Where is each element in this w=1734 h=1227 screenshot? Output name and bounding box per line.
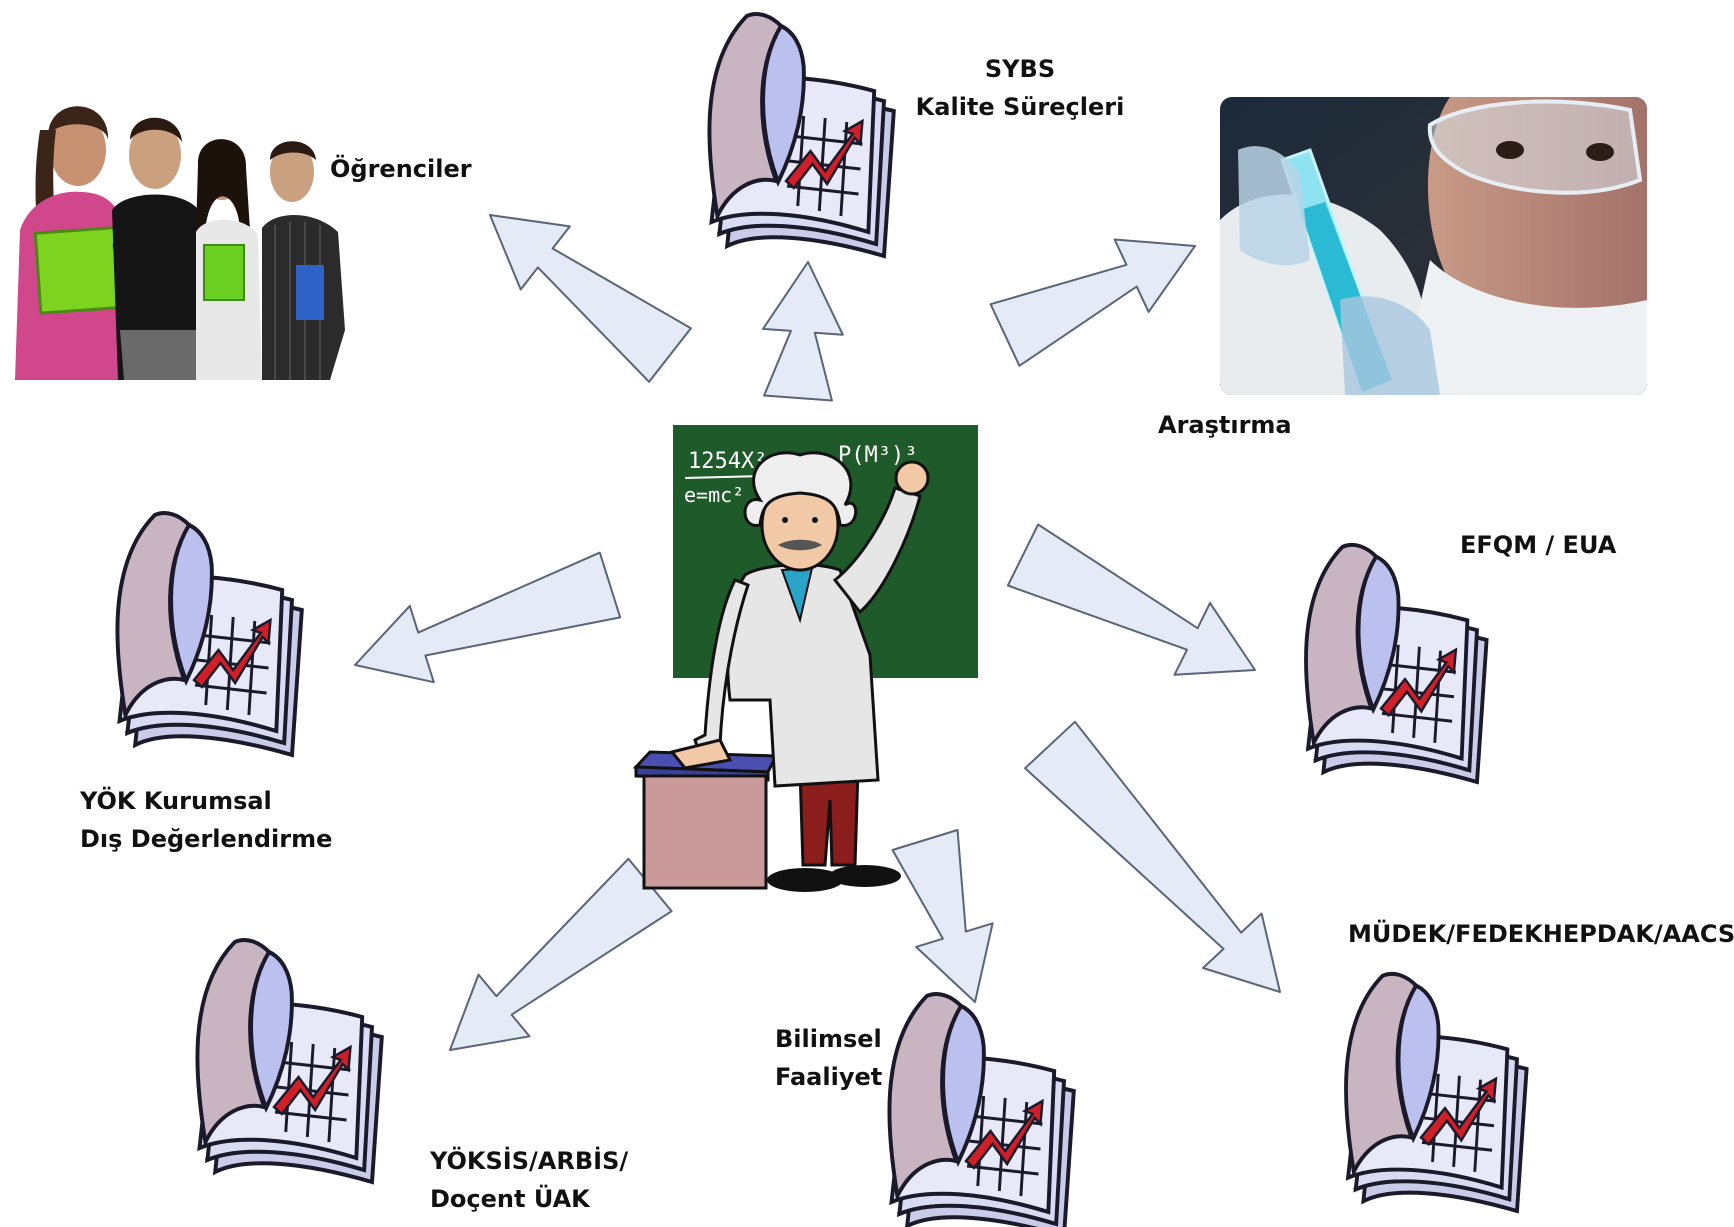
label-bilimsel-line1: Bilimsel: [775, 1025, 882, 1053]
arrow-to-yoksis: [449, 857, 673, 1051]
doc-icon-yok: [115, 511, 304, 757]
label-arastirma-line1: Araştırma: [1158, 411, 1292, 439]
label-sybs-line2: Kalite Süreçleri: [915, 93, 1125, 121]
arrow-to-ogrenciler: [489, 214, 692, 383]
label-mudek-line1: MÜDEK/FEDEKHEPDAK/AACSB: [1348, 920, 1734, 948]
label-bilimsel: Bilimsel Faaliyet: [775, 1020, 882, 1096]
arrow-to-sybs: [762, 261, 844, 402]
researcher-photo: [1220, 97, 1647, 395]
label-sybs: SYBS Kalite Süreçleri: [905, 50, 1135, 126]
label-yok: YÖK Kurumsal Dış Değerlendirme: [80, 782, 332, 858]
arrow-layer: [354, 214, 1281, 1051]
label-bilimsel-line2: Faaliyet: [775, 1063, 883, 1091]
label-ogrenciler-line1: Öğrenciler: [330, 155, 472, 183]
board-formula-1: 1254X²: [688, 449, 767, 474]
arrow-to-efqm: [1006, 523, 1256, 676]
label-arastirma: Araştırma: [1158, 406, 1292, 444]
label-yoksis-line1: YÖKSİS/ARBİS/: [430, 1147, 629, 1175]
label-yoksis-line2: Doçent ÜAK: [430, 1185, 590, 1213]
arrow-to-bilimsel: [891, 829, 994, 1003]
doc-icon-yoksis: [195, 938, 384, 1184]
doc-icon-mudek: [1344, 971, 1529, 1213]
doc-icon-bilimsel: [887, 992, 1076, 1227]
doc-icon-efqm: [1304, 542, 1489, 784]
arrow-to-mudek: [1024, 720, 1281, 993]
arrow-to-arastirma: [989, 238, 1196, 367]
label-yok-line2: Dış Değerlendirme: [80, 825, 333, 853]
label-ogrenciler: Öğrenciler: [330, 150, 472, 188]
label-sybs-line1: SYBS: [984, 55, 1056, 83]
label-efqm-line1: EFQM / EUA: [1460, 531, 1617, 559]
label-mudek: MÜDEK/FEDEKHEPDAK/AACSB: [1348, 915, 1734, 953]
board-formula-2: e=mc²: [684, 483, 744, 507]
doc-icon-sybs: [707, 12, 896, 258]
arrow-to-yok: [354, 551, 622, 684]
label-yok-line1: YÖK Kurumsal: [80, 787, 272, 815]
label-efqm: EFQM / EUA: [1460, 526, 1616, 564]
students-photo: [15, 106, 345, 380]
teacher-figure: 1254X² e=mc² P(M³)³: [632, 425, 978, 892]
label-yoksis: YÖKSİS/ARBİS/ Doçent ÜAK: [430, 1142, 628, 1218]
